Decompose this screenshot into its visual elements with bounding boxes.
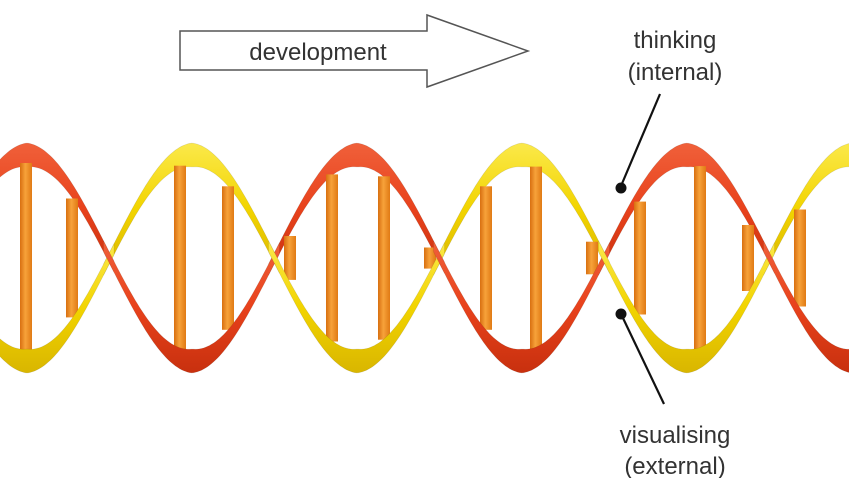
base-pair-rung — [530, 167, 542, 350]
strand-yellow-segment — [764, 143, 849, 275]
strand-red-segment — [764, 241, 849, 373]
strand-yellow-segment — [0, 244, 114, 373]
callout-visualising-line2: (external) — [624, 453, 725, 478]
strand-red-segment — [104, 241, 280, 373]
callout-visualising-dot — [616, 309, 627, 320]
base-pair-rung — [284, 236, 296, 280]
callout-thinking-line2: (internal) — [628, 59, 723, 86]
development-arrow: development — [180, 15, 528, 87]
strand-red-segment — [0, 143, 114, 272]
callout-thinking-dot — [616, 183, 627, 194]
base-pair-rung — [794, 210, 806, 307]
callout-visualising: visualising (external) — [616, 309, 731, 478]
base-pair-rung — [378, 176, 390, 339]
callout-visualising-line1: visualising — [620, 422, 731, 449]
base-pair-rung — [742, 225, 754, 291]
base-pair-rung — [174, 166, 186, 351]
base-pair-rung — [20, 163, 32, 353]
base-pair-rung — [66, 199, 78, 318]
base-pair-rung — [634, 202, 646, 315]
base-pair-rung — [326, 174, 338, 341]
base-pair-rung — [694, 166, 706, 350]
callout-thinking-line1: thinking — [634, 27, 717, 54]
strand-yellow-segment — [434, 143, 610, 275]
base-pair-rung — [222, 186, 234, 329]
strand-red-segment — [434, 241, 610, 373]
arrow-label: development — [249, 39, 387, 66]
strand-yellow-segment — [104, 143, 280, 275]
helix-rungs — [20, 163, 806, 353]
base-pair-rung — [480, 186, 492, 329]
